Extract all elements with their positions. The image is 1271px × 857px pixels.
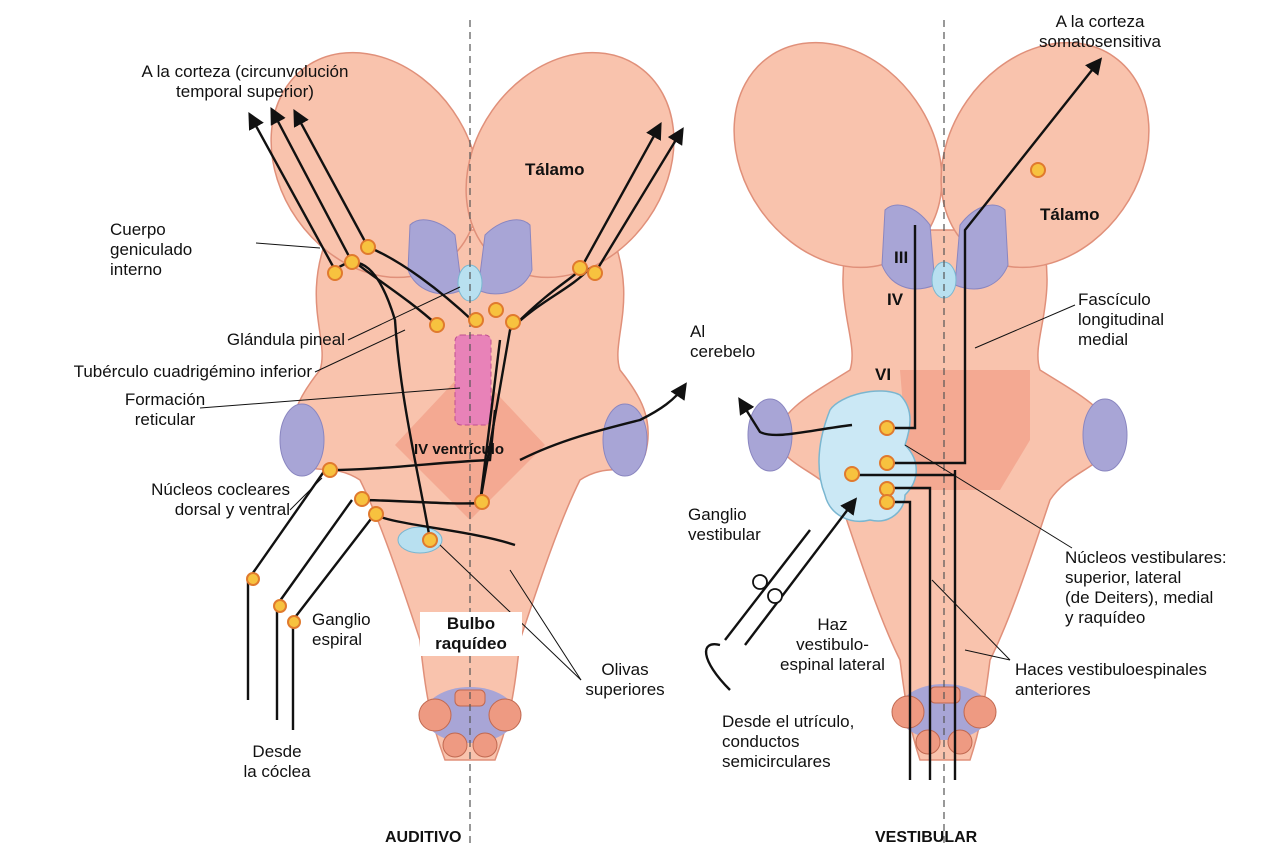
pineal-gland — [458, 265, 482, 301]
label-ganglio-vestibular: Ganglio vestibular — [688, 505, 761, 545]
auditory-brainstem — [228, 12, 716, 845]
right-cerebellar-peduncle — [603, 404, 647, 476]
label-haz-vestibuloespinal-lateral: Haz vestibulo- espinal lateral — [765, 615, 900, 675]
label-cuerpo-geniculado: Cuerpo geniculado interno — [110, 220, 192, 280]
label-formacion-reticular: Formación reticular — [110, 390, 220, 430]
left-cerebellar-peduncle — [280, 404, 324, 476]
label-haces-vestibuloespinales: Haces vestibuloespinales anteriores — [1015, 660, 1207, 700]
caption-auditivo: AUDITIVO — [385, 828, 461, 848]
label-nucleos-vestibulares: Núcleos vestibulares: superior, lateral … — [1065, 548, 1227, 628]
label-corteza-temporal: A la corteza (circunvolución temporal su… — [100, 62, 390, 102]
reticular-formation — [455, 335, 491, 425]
vest-right-peduncle — [1083, 399, 1127, 471]
label-desde-coclea: Desde la cóclea — [222, 742, 332, 782]
caption-vestibular: VESTIBULAR — [875, 828, 977, 848]
label-tuberculo: Tubérculo cuadrigémino inferior — [0, 362, 312, 382]
vest-pineal — [932, 262, 956, 298]
label-bulbo-raquideo: Bulbo raquídeo — [420, 612, 522, 656]
label-iv-ventriculo: IV ventrículo — [414, 440, 504, 460]
label-desde-utriculo: Desde el utrículo, conductos semicircula… — [722, 712, 854, 772]
label-olivas-superiores: Olivas superiores — [570, 660, 680, 700]
label-talamo-auditivo: Tálamo — [525, 160, 585, 180]
label-glandula-pineal: Glándula pineal — [170, 330, 345, 350]
label-nucleos-cocleares: Núcleos cocleares dorsal y ventral — [80, 480, 290, 520]
label-al-cerebelo: Al cerebelo — [690, 322, 755, 362]
label-nervio-vi: VI — [875, 365, 891, 385]
label-fasciculo: Fascículo longitudinal medial — [1078, 290, 1164, 350]
label-nervio-iii: III — [894, 248, 908, 268]
label-ganglio-espiral: Ganglio espiral — [312, 610, 371, 650]
label-talamo-vestibular: Tálamo — [1040, 205, 1100, 225]
label-corteza-somatosensitiva: A la corteza somatosensitiva — [1010, 12, 1190, 52]
label-nervio-iv: IV — [887, 290, 903, 310]
